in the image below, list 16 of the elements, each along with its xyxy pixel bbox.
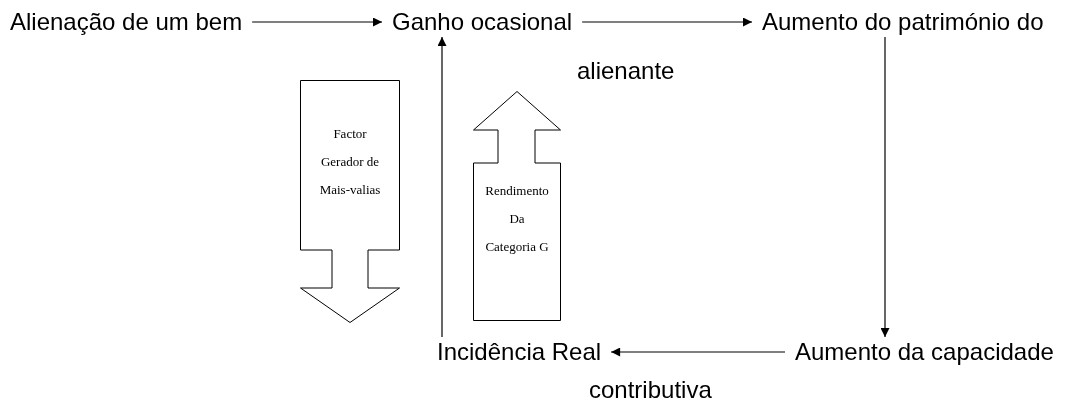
arrow (610, 347, 786, 357)
arrow (437, 36, 447, 338)
arrow (581, 17, 753, 27)
up-block-arrow (473, 91, 561, 321)
node-label: Incidência Real (437, 337, 602, 367)
node-label: Aumento da capacidade (795, 337, 1054, 367)
down-block-arrow (300, 80, 400, 323)
block-label: Rendimento Da Categoria G (484, 182, 550, 256)
node-label: Alienação de um bem (10, 7, 243, 37)
text-label: alienante (577, 56, 675, 86)
node-label: Aumento do património do (762, 7, 1044, 37)
node-label: Ganho ocasional (392, 7, 573, 37)
block-label: Factor Gerador de Mais-valias (318, 125, 382, 199)
arrow (251, 17, 383, 27)
text-label: contributiva (589, 375, 712, 403)
arrow (880, 36, 890, 338)
